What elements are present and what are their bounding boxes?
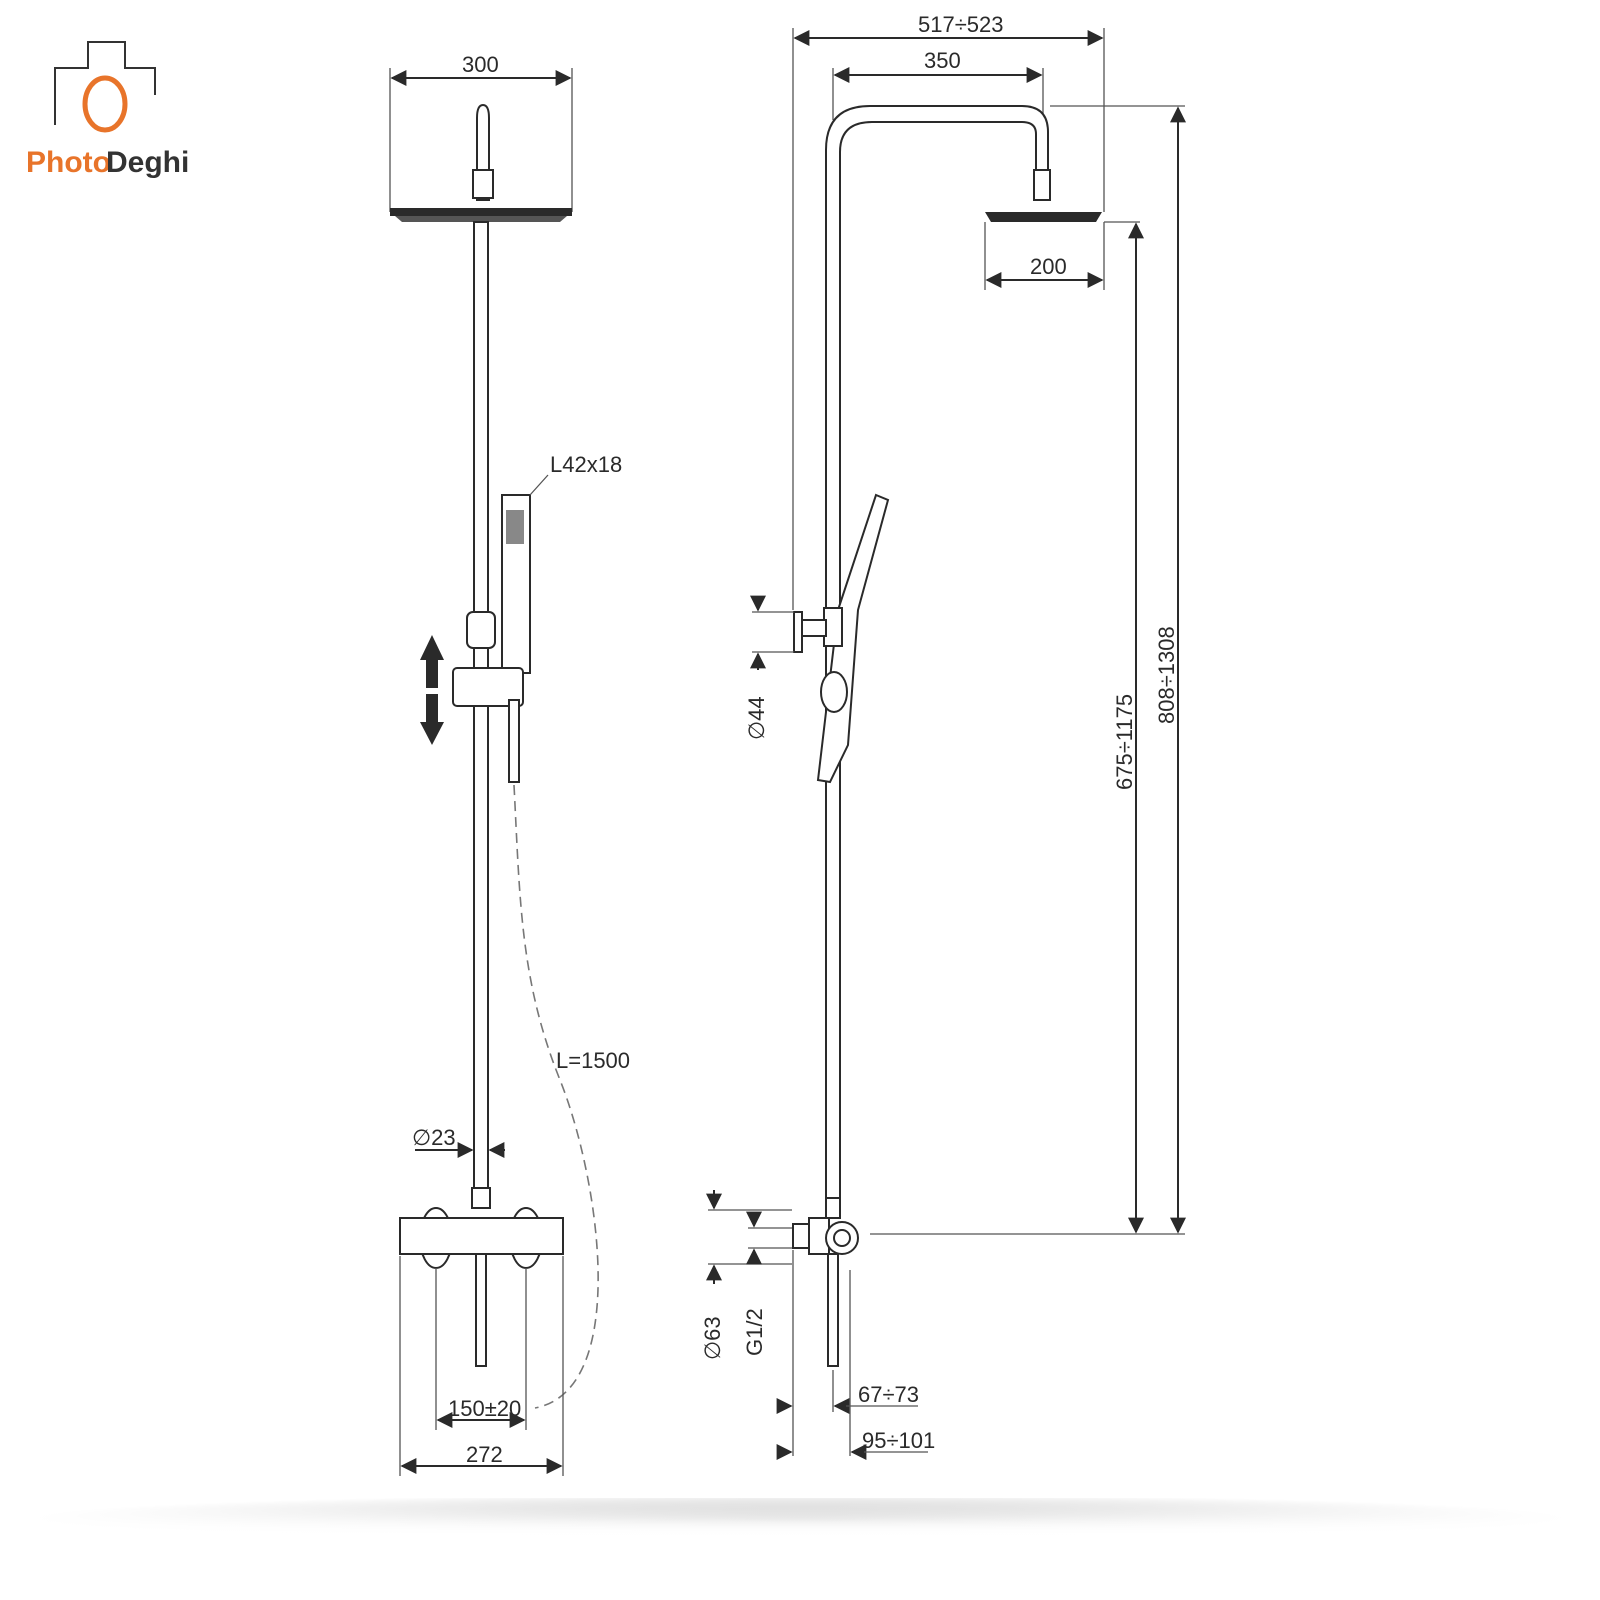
head-connector <box>472 169 494 199</box>
front-view: 300 L42x18 L=1500 ∅23 <box>389 52 630 1476</box>
mixer-top-side <box>825 1197 841 1219</box>
camera-lens-icon <box>82 75 128 133</box>
logo-text-deghi: Deghi <box>106 146 189 179</box>
bar-mixer-connector <box>471 1187 491 1209</box>
adjust-height-icon <box>420 635 444 745</box>
thread-label: G1/2 <box>742 1308 767 1356</box>
head-size-label: 200 <box>1030 254 1067 279</box>
wall-offset-2-label: 95÷101 <box>862 1428 935 1453</box>
total-reach-label: 517÷523 <box>918 12 1004 37</box>
thermostatic-mixer <box>399 1217 564 1255</box>
wall-plate-side <box>793 611 803 653</box>
hose-length-label: L=1500 <box>556 1048 630 1073</box>
riser-bar <box>473 221 489 1203</box>
total-height-label: 808÷1308 <box>1154 626 1179 724</box>
mixer-outlet <box>475 1253 487 1367</box>
head-width-label: 300 <box>462 52 499 77</box>
hose-connector <box>508 699 520 783</box>
arm-reach-label: 350 <box>924 48 961 73</box>
wall-bracket-side <box>799 619 827 637</box>
head-height-label: 675÷1175 <box>1112 694 1137 790</box>
hand-shower-size-label: L42x18 <box>550 452 622 477</box>
side-view: 517÷523 350 200 675÷1175 808÷1308 <box>700 12 1186 1460</box>
logo-text-photo: Photo <box>26 146 111 179</box>
outlet-side <box>827 1253 839 1367</box>
wall-offset-1-label: 67÷73 <box>858 1382 919 1407</box>
riser-arm <box>825 105 1049 1201</box>
photodeghi-logo: Photo Deghi <box>26 41 189 179</box>
rain-shower-nozzles <box>395 216 567 222</box>
bar-diameter-label: ∅23 <box>412 1125 456 1150</box>
rain-shower-head <box>390 208 572 216</box>
wall-connector-side <box>792 1223 810 1249</box>
slider-holder <box>452 667 524 707</box>
hose <box>513 784 599 1409</box>
bar-clamp <box>466 611 496 649</box>
holder-diameter-label: ∅44 <box>744 696 769 740</box>
mixer-width-label: 272 <box>466 1442 503 1467</box>
rain-shower-head-side <box>985 212 1102 222</box>
slider-knob-side <box>820 671 848 713</box>
cap-diameter-label: ∅63 <box>700 1316 725 1360</box>
floor-shadow <box>30 1494 1570 1544</box>
inlet-spacing-label: 150±20 <box>448 1396 521 1421</box>
hand-shower-spray-face <box>506 510 524 544</box>
head-connector-side <box>1033 169 1051 201</box>
